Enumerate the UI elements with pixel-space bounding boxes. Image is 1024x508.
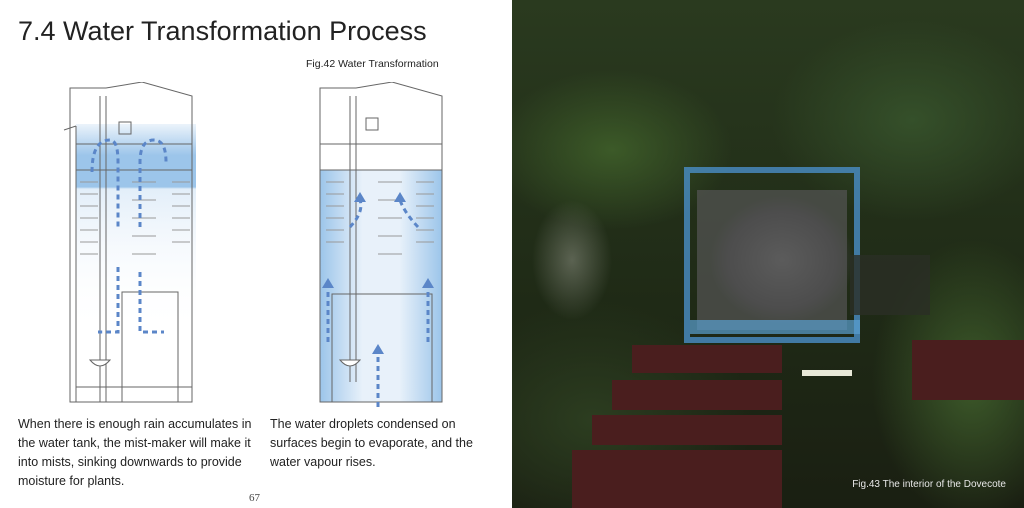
diagram-mist-sinking [63,82,196,403]
paragraph-vapour: The water droplets condensed on surfaces… [270,417,473,469]
dovecote-interior-photo: Fig.43 The interior of the Dovecote [512,0,1024,508]
figure-caption: Fig.42 Water Transformation [306,58,439,70]
photo-render [572,167,1024,508]
page-title: 7.4 Water Transformation Process [18,16,427,46]
left-page: 7.4 Water Transformation Process Fig.42 … [18,16,473,504]
page-number: 67 [249,492,260,504]
paragraph-mist: When there is enough rain accumulates in… [18,417,252,488]
diagram-vapour-rising [319,82,443,407]
photo-caption: Fig.43 The interior of the Dovecote [852,479,1006,490]
